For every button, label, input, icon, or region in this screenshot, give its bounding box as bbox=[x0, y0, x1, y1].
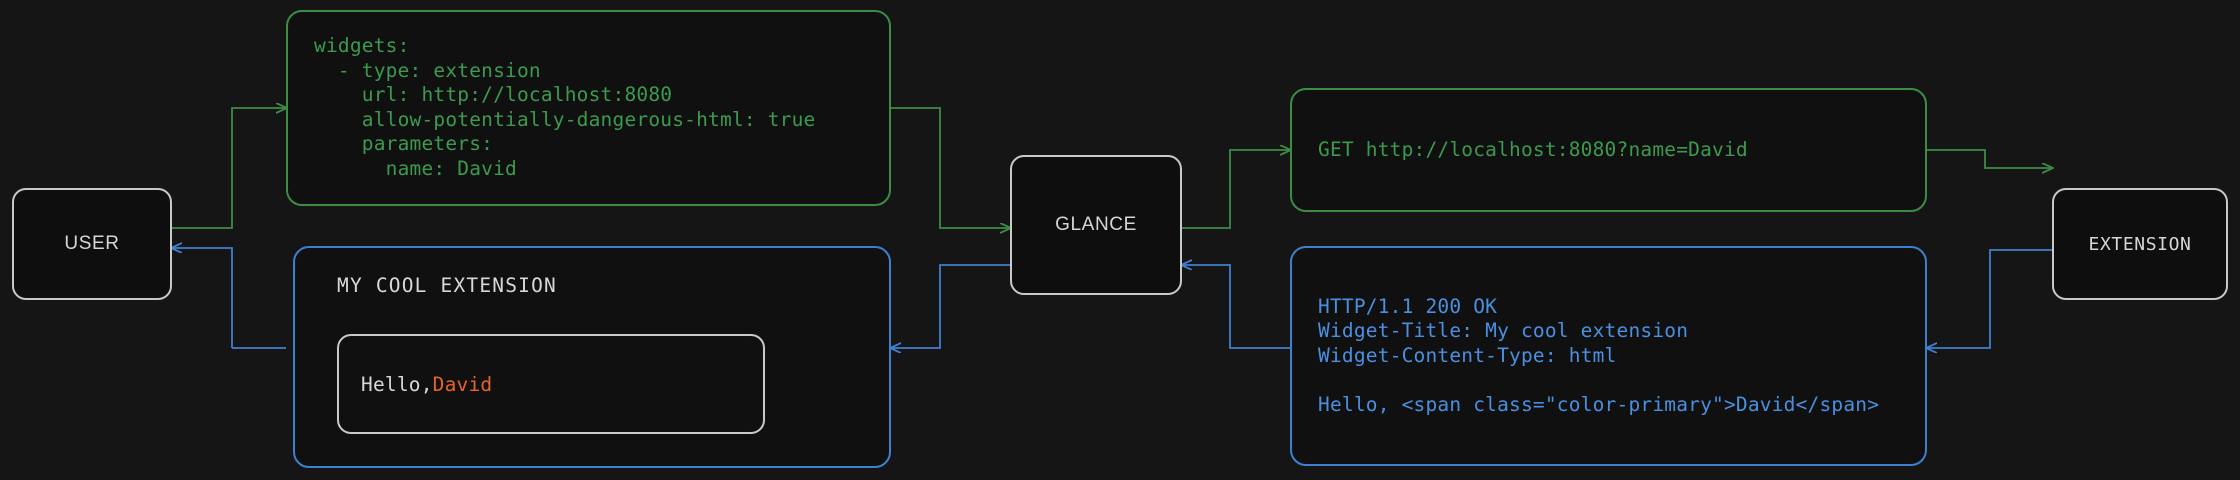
wire-glance-to-request bbox=[1182, 150, 1290, 229]
node-glance-label: GLANCE bbox=[1055, 214, 1137, 235]
wire-request-to-extension bbox=[1927, 149, 2052, 168]
response-code: HTTP/1.1 200 OK Widget-Title: My cool ex… bbox=[1318, 294, 1880, 416]
panel-request[interactable]: GET http://localhost:8080?name=David bbox=[1290, 88, 1927, 212]
node-extension[interactable]: EXTENSION bbox=[2052, 188, 2228, 300]
rendered-widget-card[interactable]: Hello, David bbox=[337, 334, 765, 434]
rendered-widget-title: MY COOL EXTENSION bbox=[337, 274, 557, 297]
rendered-widget-name: David bbox=[432, 372, 493, 396]
wire-extension-to-response bbox=[1927, 249, 2052, 348]
rendered-widget-greeting: Hello, bbox=[361, 372, 433, 396]
config-yaml-code: widgets: - type: extension url: http://l… bbox=[314, 34, 816, 180]
panel-rendered-widget[interactable]: MY COOL EXTENSION Hello, David bbox=[293, 246, 891, 468]
wire-glance-to-rendered bbox=[891, 264, 1010, 348]
request-code: GET http://localhost:8080?name=David bbox=[1318, 137, 1748, 161]
wire-user-to-config bbox=[172, 108, 286, 229]
node-user[interactable]: USER bbox=[12, 188, 172, 300]
wire-config-to-glance bbox=[891, 107, 1010, 228]
panel-response[interactable]: HTTP/1.1 200 OK Widget-Title: My cool ex… bbox=[1290, 246, 1927, 466]
node-user-label: USER bbox=[64, 233, 120, 254]
wire-rendered-to-user bbox=[172, 248, 233, 348]
node-extension-label: EXTENSION bbox=[2088, 233, 2192, 255]
wire-response-to-glance bbox=[1182, 265, 1290, 349]
node-glance[interactable]: GLANCE bbox=[1010, 155, 1182, 295]
panel-config[interactable]: widgets: - type: extension url: http://l… bbox=[286, 10, 891, 206]
